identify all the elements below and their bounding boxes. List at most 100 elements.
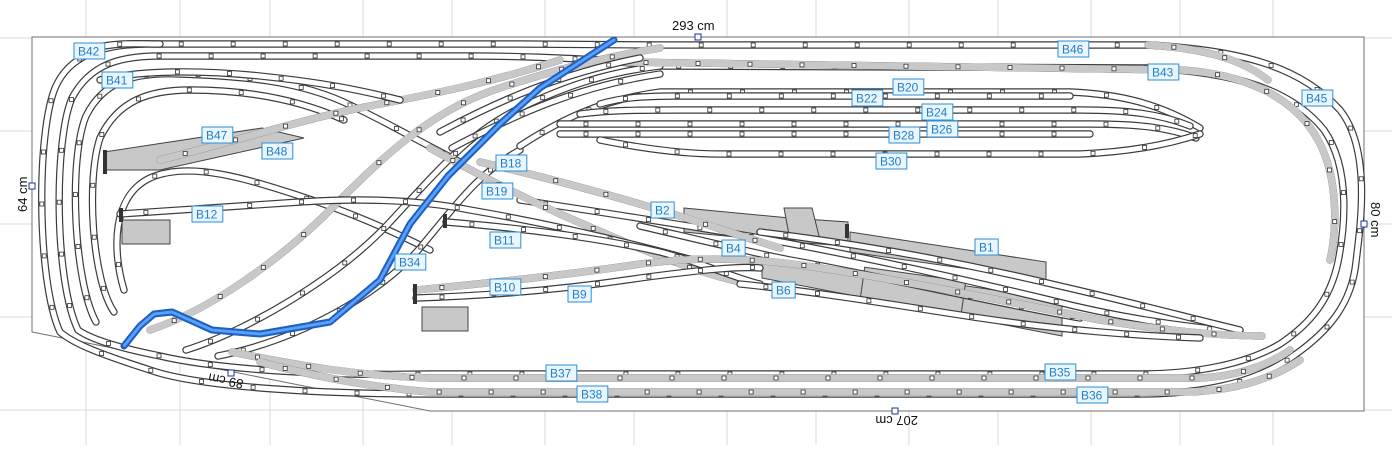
block-label-b22[interactable]: B22 (851, 89, 884, 107)
dimension-handle-bottom-left[interactable] (227, 369, 235, 377)
track-joint (643, 60, 649, 65)
track-joint (1241, 368, 1246, 374)
track-joint (226, 71, 232, 76)
track-joint (843, 121, 849, 127)
dimension-handle-bottom[interactable] (891, 407, 899, 415)
track-b46-turn[interactable] (1144, 41, 1272, 84)
track-joint (1216, 386, 1222, 392)
track-joint (171, 318, 177, 324)
track-b37[interactable] (228, 346, 1294, 382)
block-label-b38[interactable]: B38 (576, 385, 609, 403)
block-label-b41[interactable]: B41 (101, 71, 134, 89)
track-yard-b28[interactable] (556, 130, 1094, 138)
track-station-b19[interactable] (426, 144, 744, 286)
block-label-b19[interactable]: B19 (481, 182, 514, 200)
block-label-b11[interactable]: B11 (489, 231, 522, 249)
block-label-b12[interactable]: B12 (191, 205, 224, 223)
block-label-b42[interactable]: B42 (73, 42, 106, 60)
block-label-b37[interactable]: B37 (545, 364, 578, 382)
block-label-box (101, 71, 134, 89)
track-joint (901, 264, 907, 270)
track-b43-b45[interactable] (616, 58, 1339, 264)
track-joint (75, 244, 81, 249)
block-label-b18[interactable]: B18 (495, 154, 528, 172)
block-label-b4[interactable]: B4 (721, 239, 746, 257)
track-joint (778, 93, 784, 99)
track-joint (1059, 65, 1065, 71)
block-label-b30[interactable]: B30 (875, 152, 908, 170)
track-joint (1324, 291, 1330, 297)
track-joint (1038, 151, 1044, 157)
track-yard-b26[interactable] (556, 120, 1200, 142)
block-label-b43[interactable]: B43 (1147, 63, 1180, 81)
track-joint (186, 87, 192, 93)
track-joint (289, 99, 295, 105)
track-joint (1072, 327, 1078, 333)
block-label-b2[interactable]: B2 (650, 201, 675, 219)
dimension-handle-right[interactable] (1360, 220, 1368, 228)
track-yard-b20[interactable] (596, 92, 1074, 108)
block-label-b26[interactable]: B26 (926, 120, 959, 138)
track-joint (988, 267, 994, 273)
track-joint (250, 384, 256, 390)
block-label-b36[interactable]: B36 (1076, 386, 1109, 404)
track-joint (1051, 121, 1057, 127)
track-joint (208, 53, 214, 59)
track-joint (763, 284, 769, 290)
track-joint (750, 265, 755, 270)
track-joint (1328, 139, 1334, 145)
track-joint (73, 192, 78, 198)
track-joint (505, 214, 511, 220)
track-b6[interactable] (736, 280, 1204, 342)
block-label-b6[interactable]: B6 (771, 281, 796, 299)
block-label-b9[interactable]: B9 (567, 285, 592, 303)
track-joint (644, 389, 650, 395)
track-joint (1085, 375, 1091, 381)
track-joint (830, 93, 836, 99)
block-label-box (650, 201, 675, 219)
track-network[interactable] (38, 39, 1366, 398)
block-label-b28[interactable]: B28 (888, 126, 921, 144)
block-label-b46[interactable]: B46 (1057, 40, 1090, 58)
track-joint (376, 160, 382, 166)
block-label-b10[interactable]: B10 (489, 278, 522, 296)
block-label-b45[interactable]: B45 (1301, 89, 1334, 107)
track-b38[interactable] (256, 356, 1304, 396)
track-joint (747, 61, 753, 67)
block-label-b24[interactable]: B24 (921, 103, 954, 121)
track-joint (485, 78, 491, 84)
track-joint (929, 375, 935, 381)
track-joint (915, 107, 921, 113)
track-b11[interactable] (442, 218, 764, 288)
dimension-handle-top[interactable] (694, 33, 702, 41)
track-joint (469, 221, 475, 227)
track-joint (99, 351, 104, 356)
track-joint (1124, 331, 1130, 337)
track-yard-b24[interactable] (576, 106, 1194, 130)
track-joint (1111, 66, 1117, 72)
track-joint (409, 374, 415, 380)
track-crossover-top-2[interactable] (448, 70, 664, 152)
track-joint (851, 63, 857, 68)
block-label-b48[interactable]: B48 (261, 142, 294, 160)
track-loop-4[interactable] (88, 86, 348, 316)
track-joint (384, 100, 390, 106)
dimension-handle-left[interactable] (28, 182, 36, 190)
block-label-b34[interactable]: B34 (394, 253, 427, 271)
block-label-b47[interactable]: B47 (201, 126, 234, 144)
track-joint (952, 275, 958, 281)
track-diagonal-2[interactable] (182, 62, 664, 354)
track-b41-siding[interactable] (96, 68, 404, 104)
block-label-b1[interactable]: B1 (974, 238, 999, 256)
track-joint (393, 126, 399, 131)
track-station-b1[interactable] (756, 228, 1244, 334)
track-joint (1071, 107, 1077, 113)
block-label-b35[interactable]: B35 (1044, 363, 1077, 381)
track-station-b2[interactable] (516, 196, 1244, 336)
block-label-box (1057, 40, 1090, 58)
track-joint (999, 121, 1005, 127)
block-label-b20[interactable]: B20 (892, 78, 925, 96)
